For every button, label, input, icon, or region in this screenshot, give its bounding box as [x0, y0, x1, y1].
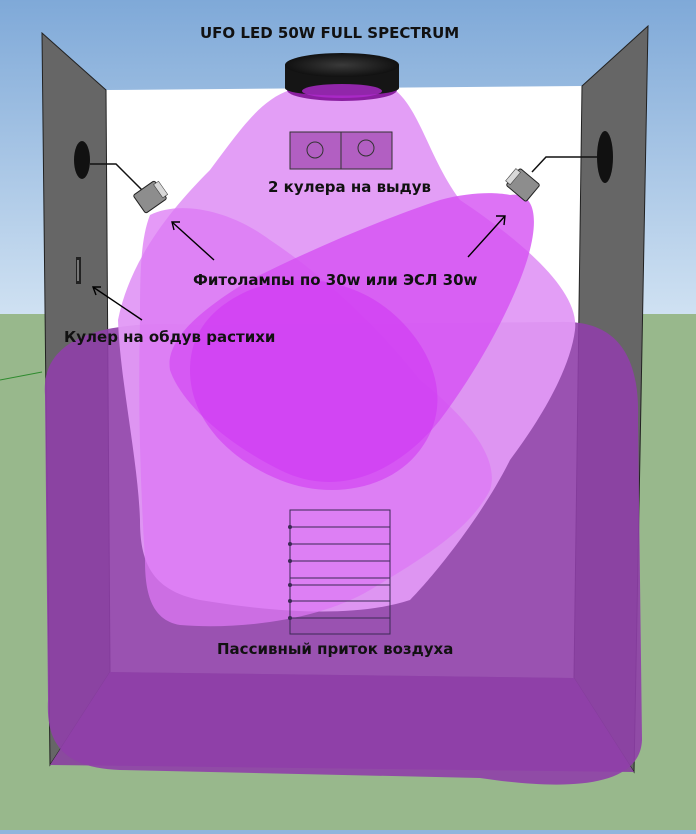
pointer-arrows	[91, 215, 506, 321]
phyto-lamp-icon	[74, 141, 169, 214]
passive-intake-label: Пассивный приток воздуха	[217, 640, 454, 658]
exhaust-coolers-label: 2 кулера на выдув	[268, 178, 432, 196]
plant-fan-icon	[76, 257, 81, 284]
phyto-lamp-icon	[505, 131, 613, 202]
center-light-core	[190, 280, 438, 490]
title-label: UFO LED 50W FULL SPECTRUM	[200, 24, 460, 42]
light-spread	[44, 90, 642, 785]
ufo-lamp-icon	[285, 53, 399, 101]
exhaust-fan-icon	[289, 131, 393, 170]
phyto-lamps-label: Фитолампы по 30w или ЭСЛ 30w	[193, 271, 478, 289]
plant-cooler-label: Кулер на обдув растихи	[64, 328, 276, 346]
axis-line	[0, 371, 43, 381]
intake-vent-dots	[288, 525, 292, 620]
intake-vent-icon	[289, 509, 391, 635]
